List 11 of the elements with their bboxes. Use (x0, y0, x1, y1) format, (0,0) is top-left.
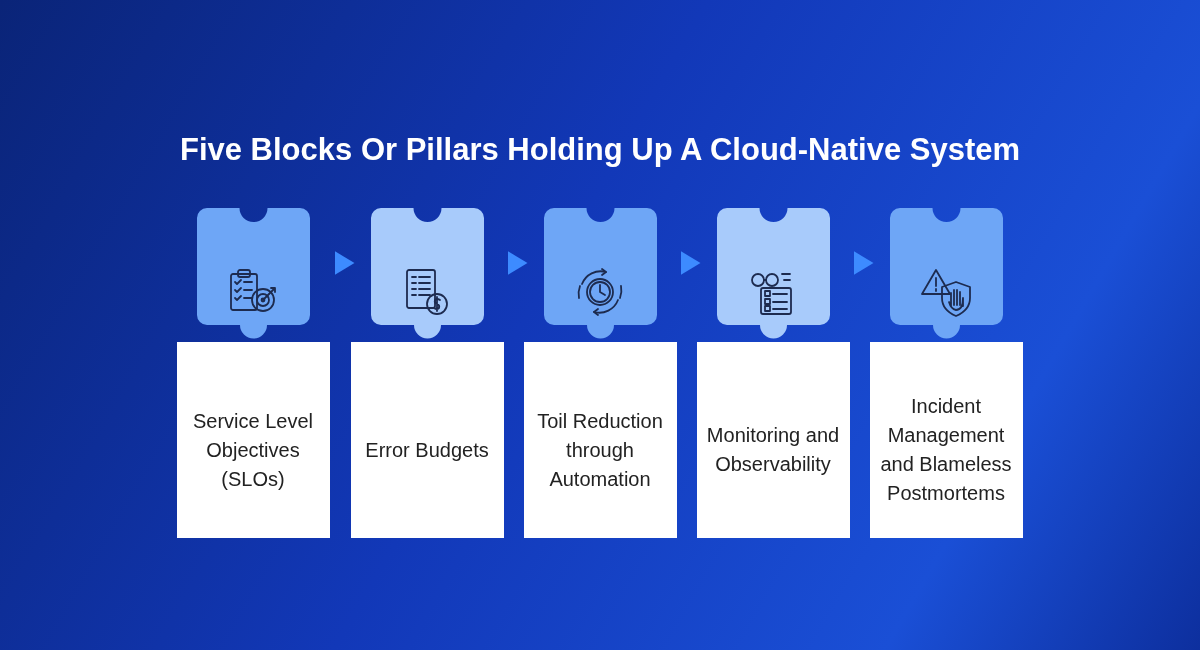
pillar-label: Incident Management and Blameless Postmortems (879, 394, 1013, 506)
pillar-label: Service Level Objectives (SLOs) (191, 408, 315, 492)
pillar-label: Toil Reduction through Automation (536, 408, 664, 492)
text-card (696, 342, 850, 538)
pillar-label: Error Budgets (365, 437, 489, 463)
pillar-label: Monitoring and Observability (705, 423, 841, 477)
text-card (176, 342, 330, 538)
title: Five Blocks Or Pillars Holding Up A Cloud-Native System (178, 132, 1022, 168)
text-card (523, 342, 677, 538)
text-card (869, 342, 1023, 538)
text-card (350, 342, 504, 538)
